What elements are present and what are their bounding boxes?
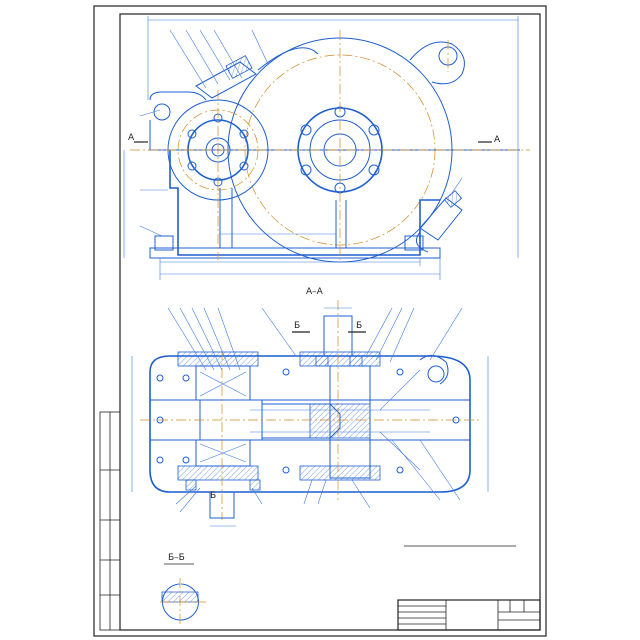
left-lug <box>149 91 207 101</box>
bottom-flange-right <box>299 465 381 481</box>
section-lug <box>419 355 449 385</box>
top-callouts <box>139 109 463 237</box>
section-mark-a-right: A <box>494 135 501 145</box>
section-mark-b-bottom: Б <box>210 491 216 501</box>
lifting-eye <box>409 40 465 85</box>
top-view: A A <box>123 16 530 280</box>
oil-drain <box>415 190 463 253</box>
outer-frame <box>93 5 547 637</box>
inspection-plug <box>169 29 257 99</box>
housing-base <box>169 150 440 256</box>
base-flange <box>149 247 441 259</box>
title-block-frame <box>397 599 541 631</box>
section-bb: Б–Б <box>160 553 206 626</box>
left-margin-stamp <box>99 411 121 631</box>
sheet-frame <box>93 5 547 637</box>
bottom-flange-left <box>177 465 259 481</box>
section-mark-a-left: A <box>128 133 135 143</box>
section-bb-title: Б–Б <box>168 553 185 563</box>
top-flange-left <box>177 351 259 367</box>
section-aa: А–А <box>131 287 489 527</box>
section-mark-b-left: Б <box>294 321 300 331</box>
section-aa-title: А–А <box>306 287 324 297</box>
section-callouts-bottom <box>175 439 461 513</box>
shaft-section-circle <box>162 583 199 621</box>
title-block <box>397 599 541 631</box>
input-shaft-bottom <box>209 491 235 519</box>
left-bearing-top <box>195 365 251 401</box>
section-bolts <box>156 368 460 474</box>
top-flange-right <box>299 351 381 367</box>
section-mark-b-right: Б <box>356 321 362 331</box>
inner-frame <box>119 13 541 631</box>
cover-handle <box>257 47 319 71</box>
section-callouts-top <box>167 307 463 371</box>
section-housing <box>149 355 471 493</box>
small-cap-bolts <box>187 113 249 187</box>
